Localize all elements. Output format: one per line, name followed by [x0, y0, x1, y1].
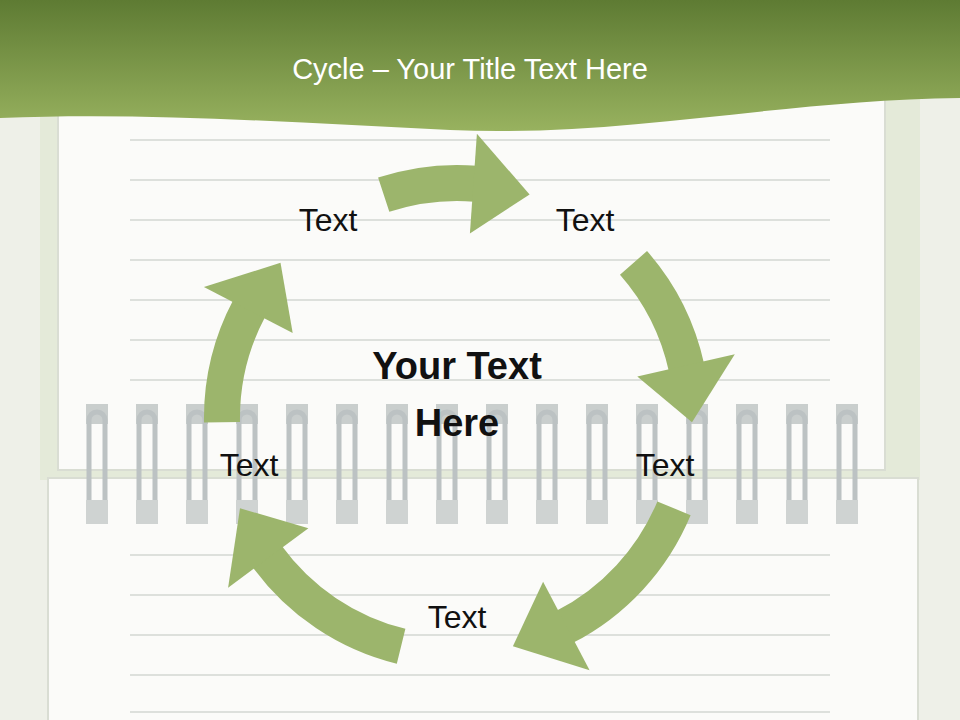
cycle-arrow — [384, 134, 530, 234]
arrow-head — [513, 582, 590, 671]
cycle-step: Text — [424, 597, 491, 638]
cycle-arrow — [513, 508, 674, 670]
cycle-arrow — [204, 263, 293, 423]
arrow-body — [384, 183, 476, 195]
arrow-head — [470, 134, 530, 234]
cycle-step: Text — [216, 445, 283, 486]
arrow-head — [228, 508, 308, 588]
step-text: Text — [556, 202, 615, 239]
step-text: Text — [299, 202, 358, 239]
step-text: Text — [220, 447, 279, 484]
arrow-body — [222, 308, 249, 422]
step-text: Text — [428, 599, 487, 636]
header-band — [0, 0, 960, 131]
arrow-head — [204, 263, 293, 333]
arrow-body — [634, 263, 687, 368]
step-text: Text — [636, 447, 695, 484]
center-label: Your Text Here — [342, 338, 572, 452]
arrow-body — [267, 556, 401, 646]
cycle-arrow — [228, 508, 401, 646]
arrow-body — [564, 508, 674, 627]
slide-title: Cycle – Your Title Text Here — [0, 52, 940, 87]
cycle-step: Text — [295, 200, 362, 241]
arrow-head — [637, 354, 735, 422]
cycle-step: Text — [632, 445, 699, 486]
cycle-arrow — [634, 263, 735, 422]
cycle-step: Text — [552, 200, 619, 241]
